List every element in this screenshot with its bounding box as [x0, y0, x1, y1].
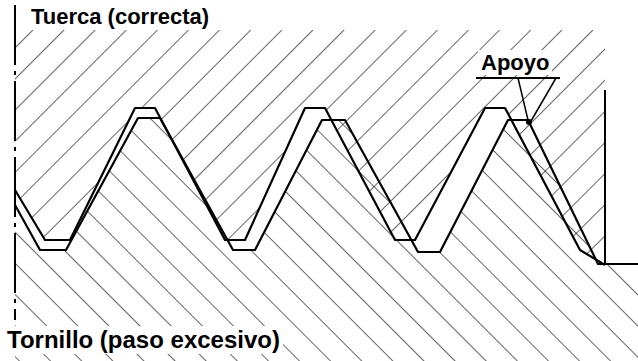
leader-line [531, 78, 556, 121]
contact-point [526, 119, 532, 125]
leader-line [518, 78, 528, 120]
part-label: Tornillo (paso excesivo) [4, 326, 283, 354]
callout-label: Apoyo [478, 50, 552, 75]
screw-profile [15, 118, 638, 264]
part-label: Tuerca (correcta) [28, 4, 212, 29]
screw-section [15, 118, 638, 361]
axis-line [14, 5, 16, 320]
nut-right-edge [604, 90, 606, 265]
